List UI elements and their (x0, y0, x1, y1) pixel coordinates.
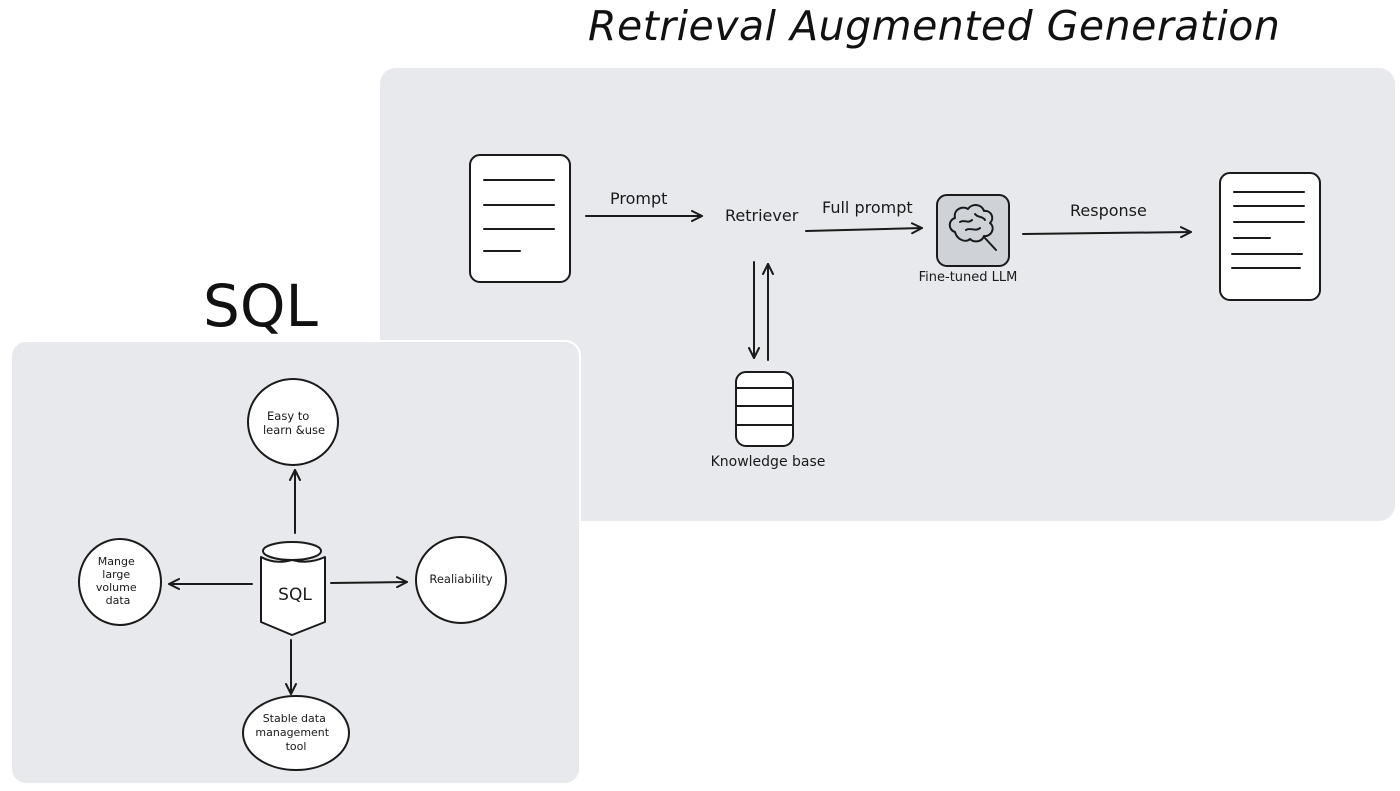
node-reliability (415, 536, 507, 624)
database-icon (735, 371, 794, 447)
full-prompt-arrow (805, 222, 923, 235)
node-manage-large-volume (78, 538, 162, 626)
llm-label: Fine-tuned LLM (919, 270, 1018, 285)
node-stable-data-tool (242, 695, 350, 771)
sql-arrow-right (330, 576, 408, 589)
node-easy-to-learn (247, 378, 339, 466)
node-stable-data-tool-text: Stable data management tool (255, 712, 332, 753)
output-document-icon (1219, 172, 1321, 301)
response-label: Response (1070, 201, 1147, 220)
sql-center-label: SQL (278, 585, 312, 605)
rag-title: Retrieval Augmented Generation (588, 2, 1281, 50)
sql-center-icon (260, 541, 326, 636)
node-easy-to-learn-text: Easy to learn &use (263, 409, 325, 437)
response-arrow (1022, 226, 1192, 239)
node-manage-large-volume-text: Mange large volume data (96, 555, 140, 607)
llm-box (936, 194, 1010, 267)
sql-title: SQL (203, 272, 318, 340)
knowledge-base-label: Knowledge base (711, 454, 826, 470)
retriever-label: Retriever (725, 206, 799, 225)
prompt-label: Prompt (610, 189, 667, 208)
input-document-icon (469, 154, 571, 283)
brain-icon (948, 204, 997, 251)
full-prompt-label: Full prompt (822, 198, 913, 217)
node-reliability-text: Realiability (429, 572, 492, 586)
